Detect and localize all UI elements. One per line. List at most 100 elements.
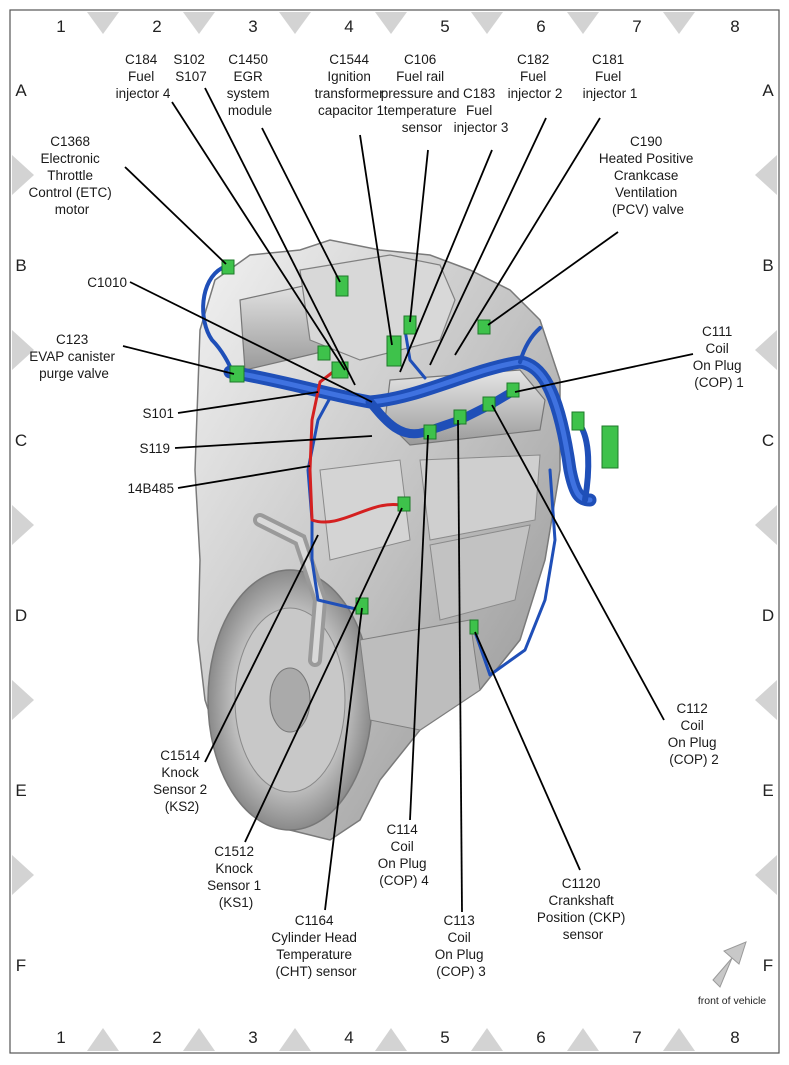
column-label: 6 [536,1028,545,1047]
leader-c106 [409,149,429,323]
label-c111: C111 Coil On Plug (COP) 1 [693,324,746,390]
label-c112: C112 Coil On Plug (COP) 2 [668,701,721,767]
row-label: C [15,431,27,450]
row-label: B [762,256,773,275]
column-label: 1 [56,17,65,36]
column-label: 5 [440,17,449,36]
row-label: F [763,956,773,975]
engine-illustration [194,239,561,841]
connector-c123 [229,365,245,383]
label-c183: C183 Fuel injector 3 [454,86,509,135]
leader-c182 [429,117,547,366]
grid-markers-right [755,155,777,895]
column-label: 4 [344,17,353,36]
diagram-border [9,9,780,1054]
row-label: B [15,256,26,275]
leader-s101 [177,391,319,414]
column-label: 2 [152,1028,161,1047]
leader-c181 [454,117,601,356]
column-labels-top: 1 2 3 4 5 6 7 8 [56,17,739,36]
connector-c1512 [397,496,411,512]
label-c1512: C1512 Knock Sensor 1 (KS1) [207,844,265,910]
leader-c1512 [244,507,403,843]
leader-s102 [204,87,356,386]
connector-c114 [423,424,437,440]
row-label: A [762,81,774,100]
row-labels-right: A B C D E F [762,81,774,975]
column-label: 8 [730,1028,739,1047]
front-of-vehicle-indicator: front of vehicle [698,941,766,1007]
column-labels-bottom: 1 2 3 4 5 6 7 8 [56,1028,739,1047]
connector-c1544 [386,335,402,367]
label-s102: S102 S107 [173,52,208,84]
column-label: 7 [632,1028,641,1047]
label-c181: C181 Fuel injector 1 [583,52,638,101]
column-label: 1 [56,1028,65,1047]
label-c1450: C1450 EGR system module [227,52,274,118]
leader-c190 [487,231,619,326]
connector-c1120 [469,619,479,635]
column-label: 5 [440,1028,449,1047]
connector-c190 [477,319,491,335]
leader-s119 [174,435,373,449]
leader-c1544 [359,134,393,346]
row-label: A [15,81,27,100]
column-label: 4 [344,1028,353,1047]
label-c113: C113 Coil On Plug (COP) 3 [435,913,488,979]
label-s119: S119 [139,441,170,456]
front-of-vehicle-label: front of vehicle [698,995,766,1007]
row-label: D [15,606,27,625]
row-label: E [762,781,773,800]
row-label: F [16,956,26,975]
row-label: C [762,431,774,450]
leader-lines [122,87,694,913]
leader-c1368 [124,166,227,265]
leader-c112 [491,404,665,721]
connector-c112 [482,396,496,412]
row-label: E [15,781,26,800]
label-c190: C190 Heated Positive Crankcase Ventilati… [599,134,697,217]
label-c1120: C1120 Crankshaft Position (CKP) sensor [537,876,629,942]
label-c114: C114 Coil On Plug (COP) 4 [378,822,431,888]
leader-14b485 [177,465,311,489]
connector-c113 [453,409,467,425]
leader-c1514 [204,534,319,763]
grid-markers-top [87,12,695,34]
leader-c1450 [261,127,341,283]
leader-c111 [514,353,694,393]
leader-c1010 [129,281,373,403]
connector-c111 [506,382,520,398]
leader-c1120 [474,631,581,871]
label-s101: S101 [142,406,174,421]
grid-markers-bottom [87,1028,695,1051]
label-c1010: C1010 [87,275,127,290]
label-c184: C184 Fuel injector 4 [116,52,171,101]
connector-pcm-2 [601,425,619,469]
leader-c184 [171,101,346,371]
arrow-up-right-icon [712,941,747,988]
column-label: 3 [248,17,257,36]
wiring-harness [201,266,597,677]
leader-c183 [399,149,493,373]
row-labels-left: A B C D E F [15,81,27,975]
leader-c113 [457,419,463,913]
label-c1164: C1164 Cylinder Head Temperature (CHT) se… [271,913,360,979]
connector-c1010 [317,345,331,361]
leader-c114 [409,434,429,821]
label-c1544: C1544 Ignition transformer capacitor 1 [315,52,388,118]
column-label: 7 [632,17,641,36]
connectors [221,259,619,635]
connector-pcm-1 [571,411,585,431]
label-14b485: 14B485 [127,481,174,496]
component-labels: C184 Fuel injector 4 S102 S107 C1450 EGR… [28,52,746,979]
label-c123: C123 EVAP canister purge valve [29,332,119,381]
column-label: 8 [730,17,739,36]
label-c1514: C1514 Knock Sensor 2 (KS2) [153,748,211,814]
label-c106: C106 Fuel rail pressure and temperature … [381,52,464,135]
column-label: 3 [248,1028,257,1047]
grid-markers-left [12,155,34,895]
column-label: 6 [536,17,545,36]
label-c182: C182 Fuel injector 2 [508,52,563,101]
label-c1368: C1368 Electronic Throttle Control (ETC) … [28,134,115,217]
